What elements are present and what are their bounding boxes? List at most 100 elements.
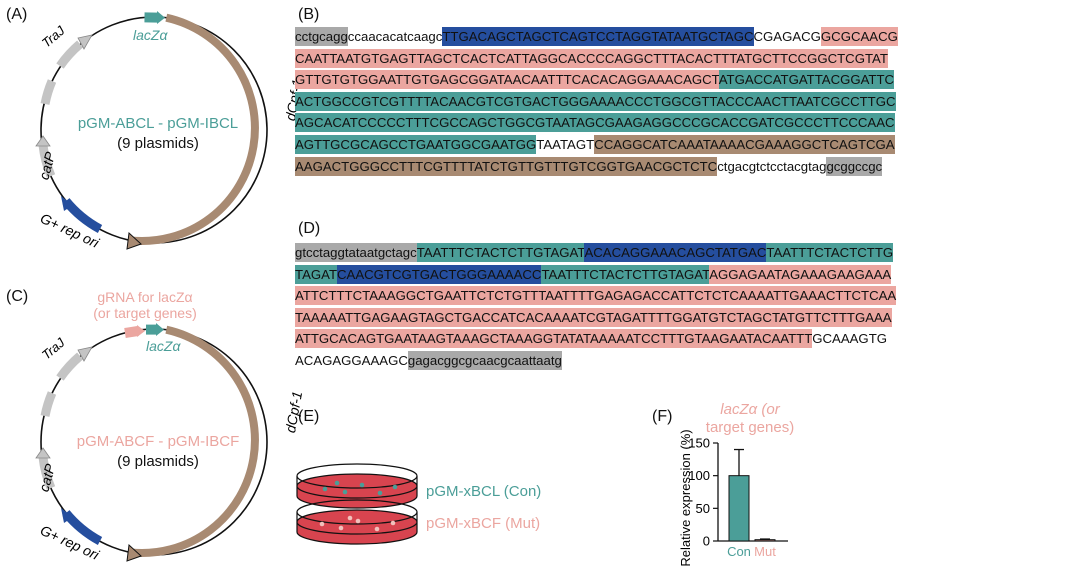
sequence-b-segment: ATGACCATGATTACGGATTC bbox=[718, 70, 895, 90]
panel-label-e: (E) bbox=[298, 408, 320, 425]
plasmid-c-traj-label: TraJ bbox=[39, 335, 68, 363]
sequence-b-line: CAATTAATGTGAGTTAGCTCACTCATTAGGCACCCCAGGC… bbox=[295, 48, 898, 70]
plasmid-a-traj-arrowhead bbox=[77, 34, 93, 50]
plasmid-a-catp-label: catP bbox=[36, 150, 59, 182]
sequence-d-segment: ACAGAGGAAAGC bbox=[295, 350, 408, 370]
sequence-d: gtcctaggtataatgctagcTAATTTCTACTCTTGTAGAT… bbox=[295, 242, 897, 372]
sequence-b-segment: AAGACTGGGCCTTTCGTTTTATCTGTTGTTTGTCGGTGAA… bbox=[295, 156, 718, 176]
plasmid-c-grna-label-line2: (or target genes) bbox=[93, 305, 197, 321]
sequence-d-segment: CAACGTCGTGACTGGGAAAACC bbox=[337, 264, 542, 284]
plasmid-a-count: (9 plasmids) bbox=[117, 135, 199, 152]
plasmid-a-traj-label: TraJ bbox=[39, 23, 68, 51]
sequence-d-segment: TAGAT bbox=[295, 264, 338, 284]
sequence-d-line: TAAAAATTGAGAAGTAGCTGACCATCACAAAATCGTAGAT… bbox=[295, 307, 896, 329]
panel-label-d: (D) bbox=[298, 220, 321, 237]
chart-title-line2: target genes) bbox=[706, 419, 794, 436]
sequence-b-segment: TTGACAGCTAGCTCAGTCCTAGGTATAATGCTAGC bbox=[442, 27, 754, 46]
sequence-b-line: AGCACATCCCCCTTTCGCCAGCTGGCGTAATAGCGAAGAG… bbox=[295, 112, 898, 134]
chart-y-tick-label: 50 bbox=[696, 501, 710, 516]
panel-label-b: (B) bbox=[298, 6, 320, 23]
plasmid-a-dcpf1-arc bbox=[129, 13, 259, 245]
panel-label-a: (A) bbox=[6, 6, 28, 23]
sequence-d-segment: ATTCTTTCTAAAGGCTGAATTCTCTGTTTAATTTTGAGAG… bbox=[295, 286, 897, 306]
chart-category-label: Mut bbox=[754, 544, 776, 559]
plasmid-c-gray-segment bbox=[40, 391, 57, 417]
sequence-b-line: AAGACTGGGCCTTTCGTTTTATCTGTTGTTTGTCGGTGAA… bbox=[295, 156, 898, 178]
plasmid-c-rep-arrowhead bbox=[61, 508, 73, 523]
sequence-d-segment: TAATTTCTACTCTTGTAGAT bbox=[541, 264, 710, 284]
plasmid-a-catp-arrowhead bbox=[35, 135, 51, 147]
plasmid-a-lacz-arrowhead bbox=[157, 11, 165, 24]
dish-con bbox=[296, 463, 418, 509]
sequence-d-segment: TAAAAATTGAGAAGTAGCTGACCATCACAAAATCGTAGAT… bbox=[295, 307, 892, 327]
plasmid-c-traj-segment bbox=[56, 352, 83, 381]
plasmid-c-lacz-label: lacZα bbox=[146, 338, 181, 354]
dish-mut-label: pGM-xBCF (Mut) bbox=[426, 515, 540, 532]
plasmid-map-c: gRNA for lacZα (or target genes) TraJ la… bbox=[35, 289, 305, 563]
petri-dishes: pGM-xBCL (Con) pGM-xBCF (Mut) bbox=[296, 463, 541, 545]
panel-label-c: (C) bbox=[6, 288, 29, 305]
sequence-b-segment: ACTGGCCGTCGTTTTACAACGTCGTGACTGGGAAAACCCT… bbox=[295, 91, 896, 111]
sequence-d-segment: gagacggcgcaacgcaattaatg bbox=[407, 350, 562, 370]
sequence-b-segment: AGCACATCCCCCTTTCGCCAGCTGGCGTAATAGCGAAGAG… bbox=[295, 113, 895, 133]
sequence-d-segment: GCAAAGTG bbox=[812, 329, 888, 349]
sequence-d-line: ACAGAGGAAAGCgagacggcgcaacgcaattaatg bbox=[295, 350, 896, 372]
bar-chart: lacZα (or target genes) Relative express… bbox=[678, 401, 794, 567]
plasmid-a-dcpf1-arrowhead bbox=[126, 231, 142, 250]
sequence-b: cctgcaggccaacacatcaagcTTGACAGCTAGCTCAGTC… bbox=[295, 26, 898, 177]
plasmid-c-count: (9 plasmids) bbox=[117, 453, 199, 470]
chart-y-tick-label: 100 bbox=[688, 468, 710, 483]
plasmid-c-dcpf1-label: dCpf-1 bbox=[282, 390, 305, 434]
sequence-b-line: AGTTGCGCAGCCTGAATGGCGAATGGTAATAGTCCAGGCA… bbox=[295, 134, 898, 156]
plasmid-c-catp-arrowhead bbox=[35, 447, 51, 459]
sequence-d-segment: ATTGCACAGTGAATAAGTAAAGCTAAAGGTATATAAAAAT… bbox=[295, 329, 813, 349]
sequence-d-line: TAGATCAACGTCGTGACTGGGAAAACCTAATTTCTACTCT… bbox=[295, 264, 896, 286]
sequence-d-line: ATTGCACAGTGAATAAGTAAAGCTAAAGGTATATAAAAAT… bbox=[295, 328, 896, 350]
plasmid-a-rep-arrowhead bbox=[61, 196, 73, 211]
dish-con-label: pGM-xBCL (Con) bbox=[426, 483, 541, 500]
sequence-d-segment: AGGAGAATAGAAAGAAGAAA bbox=[709, 264, 892, 284]
sequence-b-line: cctgcaggccaacacatcaagcTTGACAGCTAGCTCAGTC… bbox=[295, 26, 898, 48]
sequence-b-segment: cctgcagg bbox=[295, 27, 348, 46]
chart-y-tick-label: 150 bbox=[688, 436, 710, 451]
plasmid-c-dcpf1-arc bbox=[129, 325, 259, 557]
chart-y-axis-label: Relative expression (%) bbox=[678, 429, 693, 566]
chart-category-label: Con bbox=[727, 544, 751, 559]
sequence-d-segment: ACACAGGAAACAGCTATGAC bbox=[584, 243, 767, 262]
sequence-d-segment: TAATTTCTACTCTTGTAGAT bbox=[416, 243, 585, 262]
plasmid-a-gray-segment bbox=[40, 79, 57, 105]
plasmid-c-rep-label: G+ rep ori bbox=[38, 522, 102, 563]
sequence-d-segment: gtcctaggtataatgctagc bbox=[295, 243, 417, 262]
chart-title-line1: lacZα (or bbox=[720, 401, 780, 418]
plasmid-a-traj-segment bbox=[56, 40, 83, 69]
sequence-b-segment: ccaacacatcaagc bbox=[347, 27, 443, 46]
plasmid-c-lacz-arrowhead bbox=[156, 323, 164, 336]
sequence-d-line: ATTCTTTCTAAAGGCTGAATTCTCTGTTTAATTTTGAGAG… bbox=[295, 285, 897, 307]
plasmid-c-grna-arrowhead bbox=[137, 325, 145, 337]
plasmid-c-traj-arrowhead bbox=[77, 346, 93, 362]
plasmid-c-dcpf1-arrowhead bbox=[126, 543, 142, 562]
plasmid-c-grna-label-line1: gRNA for lacZα bbox=[97, 289, 192, 305]
sequence-b-segment: ctgacgtctcctacgtag bbox=[717, 156, 827, 176]
sequence-b-segment: CCAGGCATCAAATAAAACGAAAGGCTCAGTCGA bbox=[594, 134, 895, 154]
plasmid-c-name: pGM-ABCF - pGM-IBCF bbox=[77, 433, 240, 450]
plasmid-a-rep-label: G+ rep ori bbox=[38, 210, 102, 251]
sequence-b-line: ACTGGCCGTCGTTTTACAACGTCGTGACTGGGAAAACCCT… bbox=[295, 91, 898, 113]
plasmid-a-lacz-label: lacZα bbox=[133, 27, 168, 43]
panel-label-f: (F) bbox=[652, 408, 673, 425]
sequence-b-line: GTTGTGTGGAATTGTGAGCGGATAACAATTTCACACAGGA… bbox=[295, 69, 898, 91]
chart-bar bbox=[728, 475, 750, 542]
sequence-d-line: gtcctaggtataatgctagcTAATTTCTACTCTTGTAGAT… bbox=[295, 242, 896, 264]
sequence-b-segment: gcggccgc bbox=[826, 156, 883, 176]
sequence-b-segment: CAATTAATGTGAGTTAGCTCACTCATTAGGCACCCCAGGC… bbox=[295, 48, 888, 68]
plasmid-c-grna-segment bbox=[124, 326, 139, 338]
sequence-b-segment: TAATAGT bbox=[536, 134, 595, 154]
chart-bar bbox=[754, 539, 776, 542]
sequence-b-segment: CGAGACG bbox=[753, 27, 821, 46]
dish-mut bbox=[296, 499, 418, 545]
plasmid-map-a: TraJ lacZα dCpf-1 catP G+ rep ori pGM-AB… bbox=[35, 11, 305, 251]
sequence-d-segment: TAATTTCTACTCTTG bbox=[766, 243, 894, 262]
plasmid-a-name: pGM-ABCL - pGM-IBCL bbox=[78, 115, 238, 132]
sequence-b-segment: GTTGTGTGGAATTGTGAGCGGATAACAATTTCACACAGGA… bbox=[295, 70, 719, 90]
